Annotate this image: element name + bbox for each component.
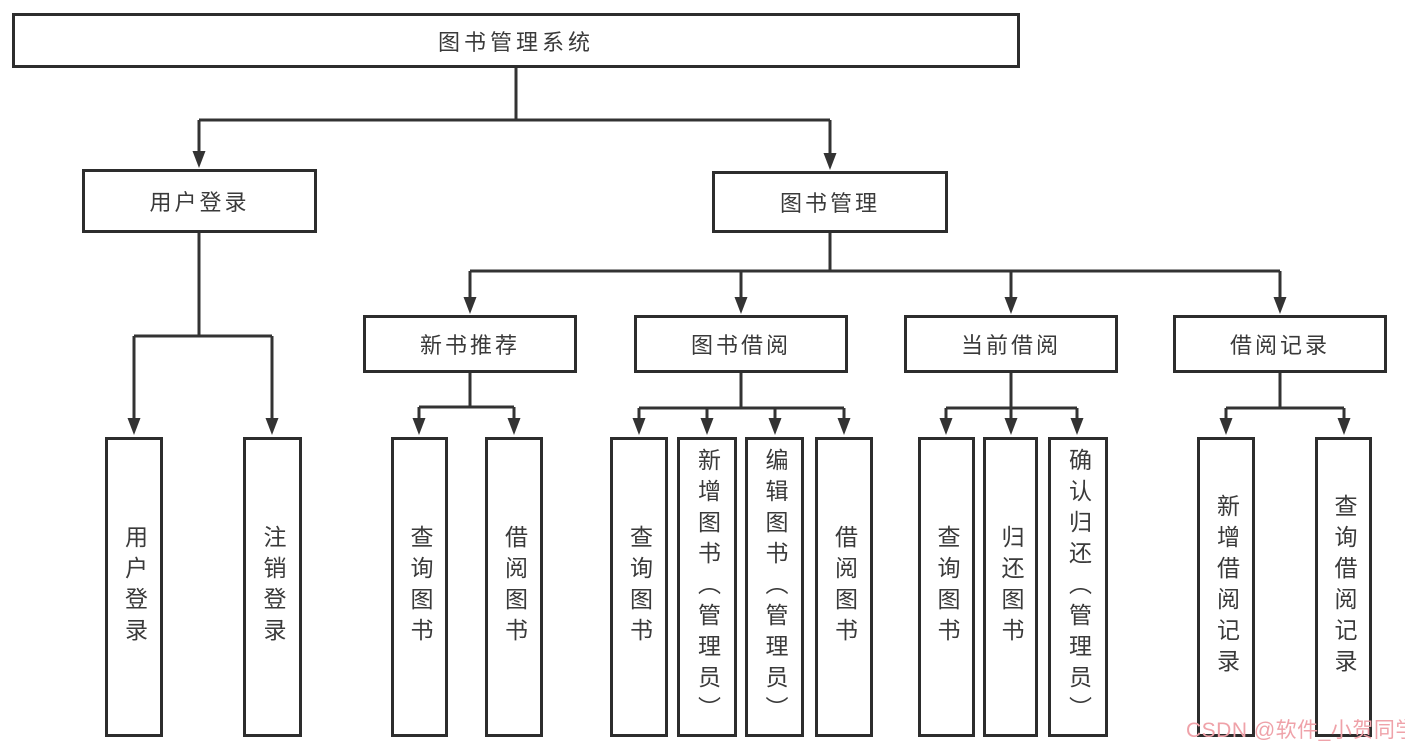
leaf-label: 查询图书 — [934, 525, 960, 649]
node-new-books-label: 新书推荐 — [419, 333, 520, 358]
arrowhead-icon — [1004, 297, 1018, 314]
arrowheads — [127, 151, 1351, 435]
arrowhead-icon — [1070, 418, 1084, 435]
node-root: 图书管理系统 — [12, 13, 1020, 68]
node-user-login: 用户登录 — [82, 169, 317, 233]
node-borrow-records-label: 借阅记录 — [1229, 333, 1330, 358]
arrowhead-icon — [412, 418, 426, 435]
leaf-label: 归还图书 — [998, 525, 1024, 649]
node-root-label: 图书管理系统 — [437, 29, 594, 55]
arrowhead-icon — [1004, 418, 1018, 435]
arrowhead-icon — [632, 418, 646, 435]
node-current-borrow: 当前借阅 — [904, 315, 1118, 373]
connector-book-mgmt-split — [468, 233, 1282, 299]
leaf-query-borrow-record: 查询借阅记录 — [1315, 437, 1372, 737]
connector-records-split — [1224, 373, 1346, 420]
node-borrow-records: 借阅记录 — [1173, 315, 1387, 373]
leaf-label: 查询图书 — [626, 525, 653, 649]
arrowhead-icon — [192, 151, 206, 168]
leaf-query-books-1: 查询图书 — [391, 437, 448, 737]
arrowhead-icon — [1219, 418, 1233, 435]
leaf-label: 用户登录 — [121, 525, 148, 649]
arrowhead-icon — [837, 418, 851, 435]
arrowhead-icon — [265, 418, 279, 435]
arrowhead-icon — [507, 418, 521, 435]
connector-new-books-split — [417, 373, 516, 420]
leaf-edit-book-admin: 编辑图书（管理员） — [745, 437, 804, 737]
arrowhead-icon — [823, 153, 837, 170]
arrowhead-icon — [127, 418, 141, 435]
arrowhead-icon — [734, 297, 748, 314]
leaf-query-books-2: 查询图书 — [610, 437, 668, 737]
node-current-borrow-label: 当前借阅 — [960, 333, 1061, 358]
leaf-query-books-3: 查询图书 — [918, 437, 975, 737]
node-book-borrow-label: 图书借阅 — [690, 333, 791, 358]
leaf-label: 查询借阅记录 — [1331, 494, 1357, 680]
leaf-borrow-books-2: 借阅图书 — [815, 437, 873, 737]
arrowhead-icon — [1337, 418, 1351, 435]
leaf-label: 借阅图书 — [501, 525, 528, 649]
connector-user-login-split — [132, 233, 274, 420]
node-book-borrow: 图书借阅 — [634, 315, 848, 373]
connector-paths — [132, 68, 1346, 420]
node-book-mgmt: 图书管理 — [712, 171, 948, 233]
arrowhead-icon — [700, 418, 714, 435]
leaf-logout: 注销登录 — [243, 437, 302, 737]
leaf-label: 查询图书 — [407, 525, 433, 649]
leaf-label: 新增图书（管理员） — [694, 447, 721, 727]
arrowhead-icon — [939, 418, 953, 435]
connector-root-split — [197, 68, 832, 155]
node-new-books: 新书推荐 — [363, 315, 577, 373]
leaf-confirm-return-admin: 确认归还（管理员） — [1048, 437, 1108, 737]
watermark: CSDN @软件_小贺同学 — [1186, 719, 1405, 742]
leaf-borrow-books-1: 借阅图书 — [485, 437, 543, 737]
leaf-label: 确认归还（管理员） — [1065, 447, 1092, 727]
leaf-return-book: 归还图书 — [983, 437, 1038, 737]
leaf-label: 新增借阅记录 — [1213, 494, 1240, 680]
leaf-label: 借阅图书 — [831, 525, 858, 649]
arrowhead-icon — [1273, 297, 1287, 314]
node-book-mgmt-label: 图书管理 — [779, 191, 880, 216]
arrowhead-icon — [463, 297, 477, 314]
connector-current-split — [944, 373, 1079, 420]
leaf-label: 注销登录 — [260, 525, 286, 649]
connector-borrow-split — [637, 373, 846, 420]
leaf-label: 编辑图书（管理员） — [762, 447, 788, 727]
leaf-add-borrow-record: 新增借阅记录 — [1197, 437, 1255, 737]
node-user-login-label: 用户登录 — [149, 190, 250, 215]
arrowhead-icon — [768, 418, 782, 435]
leaf-user-login: 用户登录 — [105, 437, 163, 737]
leaf-add-book-admin: 新增图书（管理员） — [677, 437, 737, 737]
